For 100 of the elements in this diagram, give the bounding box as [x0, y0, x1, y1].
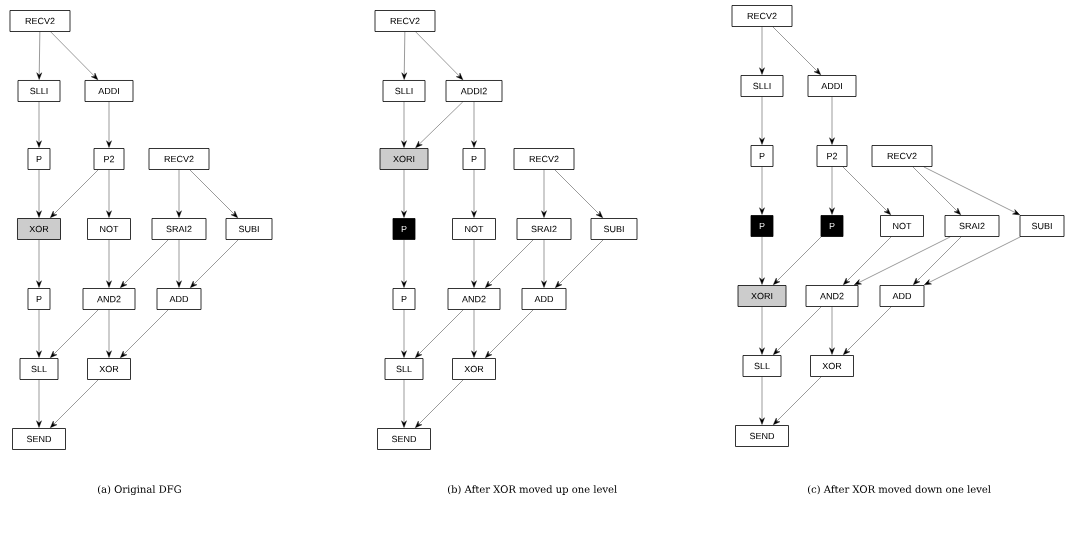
arrow	[471, 309, 477, 358]
process-box: NOT	[87, 218, 131, 240]
arrow	[401, 31, 407, 80]
process-box: SRAI2	[516, 218, 572, 240]
arrow	[401, 169, 407, 218]
arrow	[554, 169, 603, 218]
arrow	[541, 169, 547, 218]
figure-caption: (a) Original DFG	[98, 485, 181, 496]
process-box: SEND	[12, 428, 66, 450]
arrow	[759, 236, 765, 285]
arrow	[759, 96, 765, 145]
arrow	[773, 236, 822, 285]
process-box: SLLI	[17, 80, 61, 102]
arrow	[106, 239, 112, 288]
process-box: SRAI2	[151, 218, 207, 240]
highlighted-box: XORI	[379, 148, 429, 170]
arrow	[36, 101, 42, 148]
highlighted-box: XOR	[17, 218, 61, 240]
process-box: SRAI2	[944, 215, 1000, 237]
process-box: SLLI	[382, 80, 426, 102]
arrow	[843, 236, 892, 285]
process-box: AND2	[805, 285, 859, 307]
arrow	[176, 169, 182, 218]
arrow	[415, 379, 464, 428]
process-box: SLL	[742, 355, 782, 377]
arrow	[555, 239, 604, 288]
arrow	[36, 239, 42, 288]
arrow	[485, 239, 534, 288]
arrow	[471, 101, 477, 148]
process-box: P	[392, 288, 416, 310]
arrow	[189, 169, 238, 218]
arrow	[36, 309, 42, 358]
process-box: RECV2	[513, 148, 575, 170]
process-box: RECV2	[148, 148, 210, 170]
arrow	[36, 31, 42, 80]
arrow	[36, 169, 42, 218]
arrow	[913, 236, 962, 285]
arrow	[106, 309, 112, 358]
arrow	[843, 306, 892, 355]
arrow	[842, 166, 891, 215]
process-box: ADD	[879, 285, 925, 307]
process-box: SLL	[384, 358, 424, 380]
process-box: ADD	[521, 288, 567, 310]
arrow	[773, 376, 822, 425]
process-box: SEND	[735, 425, 789, 447]
process-box: RECV2	[9, 10, 71, 32]
process-box: P	[27, 148, 51, 170]
process-box: SUBI	[225, 218, 273, 240]
process-box: ADDI	[84, 80, 134, 102]
arrow	[923, 166, 1020, 216]
arrow	[541, 239, 547, 288]
arrow	[401, 239, 407, 288]
process-box: RECV2	[871, 145, 933, 167]
arrow	[50, 169, 99, 218]
arrow	[471, 239, 477, 288]
arrow	[415, 101, 463, 148]
arrow	[829, 96, 835, 145]
process-box: XOR	[87, 358, 131, 380]
arrow	[401, 309, 407, 358]
arrow	[759, 376, 765, 425]
arrow	[401, 379, 407, 428]
process-box: P2	[816, 145, 848, 167]
process-box: AND2	[82, 288, 136, 310]
arrow	[471, 169, 477, 218]
figure-caption: (c) After XOR moved down one level	[808, 485, 991, 495]
arrow	[120, 309, 169, 358]
arrow	[176, 239, 182, 288]
process-box: SEND	[377, 428, 431, 450]
arrow	[485, 309, 534, 358]
highlighted-box: XORI	[737, 285, 787, 307]
process-box: P2	[93, 148, 125, 170]
pipeline-box: P	[392, 218, 416, 240]
process-box: P	[462, 148, 486, 170]
process-box: RECV2	[374, 10, 436, 32]
arrow	[106, 101, 112, 148]
arrow	[759, 166, 765, 215]
process-box: AND2	[447, 288, 501, 310]
arrow	[759, 26, 765, 75]
process-box: SUBI	[1019, 215, 1065, 237]
process-box: XOR	[810, 355, 854, 377]
arrow	[50, 379, 99, 428]
arrow	[924, 236, 1021, 286]
arrow	[759, 306, 765, 355]
arrow	[829, 306, 835, 355]
arrow	[50, 309, 99, 358]
process-box: RECV2	[731, 5, 793, 27]
arrow	[190, 239, 239, 288]
arrow	[415, 31, 464, 80]
arrow	[36, 379, 42, 428]
process-box: P	[750, 145, 774, 167]
arrow	[401, 101, 407, 148]
arrow	[912, 166, 961, 215]
process-box: ADDI2	[445, 80, 503, 102]
process-box: ADD	[156, 288, 202, 310]
process-box: SLLI	[740, 75, 784, 97]
figure-caption: (b) After XOR moved up one level	[448, 485, 617, 495]
arrow	[415, 309, 464, 358]
arrow	[120, 239, 169, 288]
process-box: ADDI	[807, 75, 857, 97]
process-box: SLL	[19, 358, 59, 380]
